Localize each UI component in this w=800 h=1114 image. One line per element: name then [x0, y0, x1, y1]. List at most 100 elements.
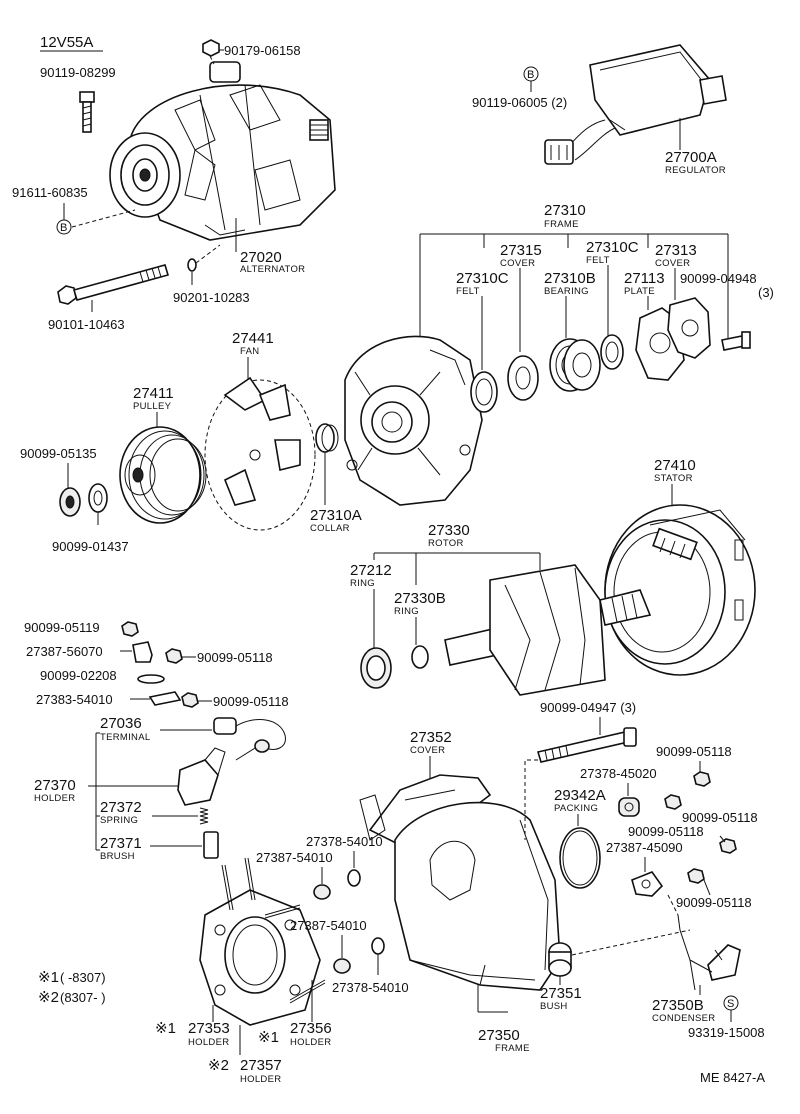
- felt-27310C-a-inner: [475, 378, 493, 406]
- name-27330B: RING: [394, 606, 419, 617]
- stator-27410: [604, 504, 756, 676]
- name-27351: BUSH: [540, 1001, 568, 1012]
- cover-27315: [507, 355, 539, 401]
- felt-27310C-a: [470, 371, 498, 413]
- name-27700A: REGULATOR: [665, 165, 726, 176]
- label-27313: 27313: [655, 242, 697, 259]
- circle-b-top-text: B: [527, 69, 534, 81]
- label-27310C-a: 27310C: [456, 270, 509, 287]
- nut-90099-05119: [121, 621, 139, 637]
- bearing-27310B: [549, 338, 601, 392]
- label-90099-05118-f: 90099-05118: [676, 895, 752, 910]
- legend-note1-text: ( -8307): [60, 970, 106, 985]
- label-27357: 27357: [240, 1057, 282, 1074]
- washer-90201-10283: [187, 258, 197, 272]
- frame-27350: [394, 801, 561, 991]
- bush-27387-54010-b: [333, 958, 351, 974]
- insulator-27378-54010-a: [347, 869, 361, 887]
- leader: [667, 894, 679, 916]
- alternator-assembly-27020: [109, 61, 336, 241]
- label-90099-05118-b: 90099-05118: [213, 694, 289, 709]
- label-90099-01437: 90099-01437: [52, 539, 129, 554]
- label-90099-05119: 90099-05119: [24, 620, 100, 635]
- name-29342A: PACKING: [554, 803, 598, 814]
- washer-90099-01437: [88, 483, 108, 513]
- label-90179-06158: 90179-06158: [224, 43, 301, 58]
- footer-code: ME 8427-A: [700, 1070, 765, 1085]
- collar-27310A: [315, 423, 339, 453]
- label-27441: 27441: [232, 330, 274, 347]
- name-27350: FRAME: [495, 1043, 530, 1054]
- label-90099-05135: 90099-05135: [20, 446, 97, 461]
- label-27378-54010-a: 27378-54010: [306, 834, 383, 849]
- nut-90099-05118-a: [165, 648, 183, 664]
- name-27310C-a: FELT: [456, 286, 480, 297]
- name-27313: COVER: [655, 258, 690, 269]
- label-27212: 27212: [350, 562, 392, 579]
- label-90099-05118-e: 90099-05118: [628, 824, 704, 839]
- label-27310A: 27310A: [310, 507, 362, 524]
- fan-27441: [204, 376, 316, 531]
- name-27315: COVER: [500, 258, 535, 269]
- label-90099-04947: 90099-04947 (3): [540, 700, 636, 715]
- name-27350B: CONDENSER: [652, 1013, 715, 1024]
- regulator-27700A: [544, 44, 727, 165]
- name-27310A: COLLAR: [310, 523, 350, 534]
- label-27315: 27315: [500, 242, 542, 259]
- insulator-27378-45020: [618, 797, 640, 817]
- name-27352: COVER: [410, 745, 445, 756]
- name-27441: FAN: [240, 346, 259, 357]
- label-27350: 27350: [478, 1027, 520, 1044]
- legend-note2-mark: ※2: [38, 989, 59, 1006]
- label-27330B: 27330B: [394, 590, 446, 607]
- plate-27113-hole: [649, 332, 671, 354]
- name-27371: BRUSH: [100, 851, 135, 862]
- label-91611-60835: 91611-60835: [12, 185, 88, 200]
- bolt-90101-10463: [57, 264, 170, 305]
- leader: [571, 929, 691, 956]
- label-93319-15008: 93319-15008: [688, 1025, 765, 1040]
- insulator-27387-56070: [132, 641, 153, 663]
- holder-27370: [177, 747, 226, 806]
- legend-note2-text: (8307- ): [60, 990, 106, 1005]
- washer-90099-02208: [137, 674, 165, 684]
- label-27378-45020: 27378-45020: [580, 766, 657, 781]
- label-27330: 27330: [428, 522, 470, 539]
- label-27410: 27410: [654, 457, 696, 474]
- note-27357: ※2: [208, 1057, 229, 1074]
- name-27353: HOLDER: [188, 1037, 229, 1048]
- label-27356: 27356: [290, 1020, 332, 1037]
- name-27356: HOLDER: [290, 1037, 331, 1048]
- label-29342A: 29342A: [554, 787, 606, 804]
- label-90099-05118-d: 90099-05118: [682, 810, 758, 825]
- name-27310: FRAME: [544, 219, 579, 230]
- label-27387-54010-b: 27387-54010: [290, 918, 367, 933]
- label-90119-06005: 90119-06005 (2): [472, 95, 567, 110]
- note-27356: ※1: [258, 1029, 279, 1046]
- bolt-90119-08299: [79, 91, 95, 133]
- name-27113: PLATE: [624, 286, 655, 297]
- label-27353: 27353: [188, 1020, 230, 1037]
- nut-90099-05118-f: [687, 868, 705, 884]
- name-27310C-b: FELT: [586, 255, 610, 266]
- nut-90179-06158: [202, 39, 220, 57]
- bush-27387-54010-a: [313, 884, 331, 900]
- leader: [524, 759, 538, 840]
- name-27370: HOLDER: [34, 793, 75, 804]
- cover-27313-hole: [681, 319, 699, 337]
- packing-29342A-inner: [562, 830, 598, 886]
- label-27036: 27036: [100, 715, 142, 732]
- rectifier-holder-assembly: [199, 857, 326, 1026]
- label-27411: 27411: [133, 385, 174, 402]
- name-27212: RING: [350, 578, 375, 589]
- leader: [71, 209, 136, 228]
- nut-90099-05118-b: [181, 692, 199, 708]
- label-90119-08299: 90119-08299: [40, 65, 116, 80]
- label-27310: 27310: [544, 202, 586, 219]
- felt-27310C-b-inner: [605, 341, 619, 363]
- felt-27310C-b: [600, 334, 624, 370]
- label-27370: 27370: [34, 777, 76, 794]
- label-27700A: 27700A: [665, 149, 717, 166]
